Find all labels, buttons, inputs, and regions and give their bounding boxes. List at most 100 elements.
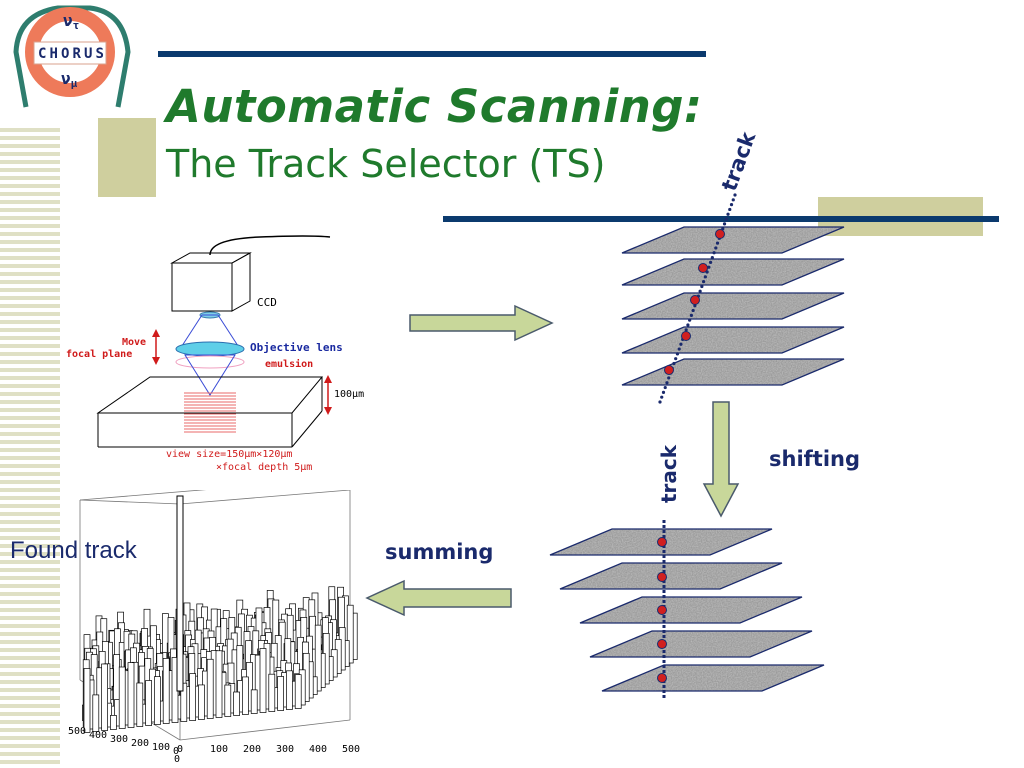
stripe (0, 544, 60, 548)
track-dot (722, 222, 727, 226)
right-arrow (409, 304, 554, 342)
move-label-1: Move (122, 337, 146, 348)
x-tick-label: 200 (243, 744, 261, 755)
track-dot (703, 275, 707, 279)
stripe (0, 288, 60, 292)
track-dot (689, 313, 693, 317)
stripe (0, 320, 60, 324)
histo-bar (294, 674, 302, 709)
histo-bar (145, 680, 152, 726)
histo-bar (206, 658, 214, 719)
x-tick-label: 300 (276, 744, 294, 755)
stripe-decoration (0, 128, 60, 764)
logo-letter: U (84, 46, 92, 62)
histo-bar (118, 666, 126, 729)
stripe (0, 416, 60, 420)
stripe (0, 256, 60, 260)
stripe (0, 576, 60, 580)
track-dot (710, 255, 714, 260)
microscope-diagram: CCD Move focal plane Objective lens emul… (66, 235, 364, 473)
stripe (0, 744, 60, 748)
stripe (0, 624, 60, 628)
hit-point (698, 263, 708, 273)
logo-letter: C (38, 46, 46, 62)
track-dot (707, 265, 711, 269)
stripe (0, 760, 60, 764)
y-tick-label: 0 (173, 746, 179, 757)
logo-letter: O (61, 46, 69, 62)
histo-bar (250, 689, 258, 714)
stripe (0, 584, 60, 588)
stripe (0, 248, 60, 252)
shifting-label: shifting (769, 447, 861, 471)
stripe (0, 608, 60, 612)
hit-point (657, 673, 667, 683)
stripe (0, 208, 60, 212)
stripe (0, 168, 60, 172)
emulsion-plate (621, 292, 845, 320)
stripe (0, 304, 60, 308)
stripe (0, 232, 60, 236)
stripe (0, 720, 60, 724)
track-dot (708, 260, 713, 264)
stripe (0, 352, 60, 356)
title-bottom-bar (443, 216, 999, 222)
stripe (0, 408, 60, 412)
stripe (0, 472, 60, 476)
emulsion-plate (559, 562, 783, 590)
emulsion-plate (621, 326, 845, 354)
histo-bar (92, 694, 100, 732)
track-dot (674, 357, 678, 361)
stripe (0, 496, 60, 500)
track-dot (667, 376, 671, 380)
stripe (0, 728, 60, 732)
stripe (0, 136, 60, 140)
x-tick-label: 400 (309, 744, 327, 755)
stripe (0, 384, 60, 388)
stripe (0, 464, 60, 468)
stripe (0, 392, 60, 396)
track-dot (660, 395, 664, 399)
z-tick-label: 0 (174, 754, 180, 762)
track-dot (663, 385, 667, 390)
stripe (0, 640, 60, 644)
x-tick-label: 500 (342, 744, 360, 755)
histo-bar (136, 682, 144, 727)
stripe (0, 672, 60, 676)
track-dot (658, 400, 662, 404)
stripe (0, 296, 60, 300)
stripe (0, 520, 60, 524)
hit-point (690, 295, 700, 305)
histo-bar (215, 650, 223, 718)
stripe (0, 568, 60, 572)
stripe (0, 272, 60, 276)
objective-label: Objective lens (250, 341, 343, 354)
logo-nu-mu: νμ (61, 69, 78, 90)
stripe (0, 656, 60, 660)
track-dot (714, 246, 718, 250)
stripe (0, 632, 60, 636)
hit-point (715, 229, 725, 239)
y-tick-label: 400 (89, 730, 107, 741)
histo-bar (346, 604, 354, 664)
y-tick-label: 500 (68, 726, 86, 737)
x-tick-label: 0 (177, 744, 183, 755)
track-dot (733, 193, 737, 197)
track-dot (724, 217, 728, 221)
stripe (0, 432, 60, 436)
stripe (0, 328, 60, 332)
stripe (0, 240, 60, 244)
stripe (0, 688, 60, 692)
histo-bar (314, 624, 322, 692)
emulsion-plate (579, 596, 803, 624)
stripe (0, 536, 60, 540)
track-dot (661, 390, 666, 394)
stripe (0, 368, 60, 372)
emulsion-plate (621, 226, 845, 254)
stripe (0, 456, 60, 460)
summing-label: summing (385, 540, 494, 564)
histo-bar (189, 673, 196, 721)
